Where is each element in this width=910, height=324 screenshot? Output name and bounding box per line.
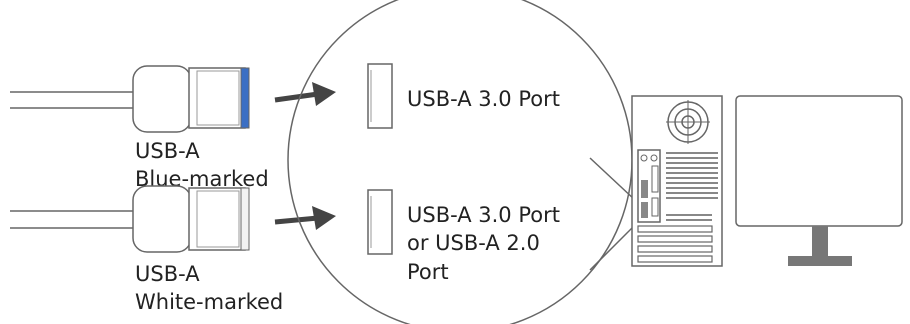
usb-a-3-0-or-2-0-port	[367, 189, 393, 255]
connector-housing-shade	[196, 70, 240, 126]
usb-a-white-connector: USB-A White-marked	[10, 185, 283, 314]
connector-housing	[188, 67, 246, 129]
usb-a-3-0-port	[367, 63, 393, 129]
desktop-tower-icon	[631, 95, 723, 267]
white-marker-tip	[240, 187, 250, 251]
arrow-top	[274, 82, 336, 106]
connector-housing-shade	[196, 190, 240, 248]
monitor-stand-base	[788, 256, 852, 266]
usb-a-blue-connector: USB-A Blue-marked	[10, 65, 269, 191]
expansion-slots	[637, 225, 713, 263]
blue-connector-label-line1: USB-A	[135, 139, 200, 163]
monitor-icon	[735, 95, 903, 266]
magnified-view-circle	[287, 0, 633, 324]
arrow-bottom	[274, 206, 336, 230]
bottom-port-label-line2: or USB-A 2.0	[407, 231, 540, 255]
white-connector-label-line1: USB-A	[135, 262, 200, 286]
connector-boot	[132, 185, 192, 253]
connector-housing	[188, 187, 246, 251]
fan-icon	[666, 100, 710, 144]
cable	[10, 91, 135, 109]
io-panel	[637, 149, 661, 223]
white-connector-label-line2: White-marked	[135, 290, 283, 314]
vent-grille	[666, 152, 718, 221]
blue-marker-tip	[240, 67, 250, 129]
cable	[10, 210, 135, 229]
monitor-stand-neck	[812, 226, 828, 258]
connector-boot	[132, 65, 192, 133]
bottom-port-label-line1: USB-A 3.0 Port	[407, 203, 560, 227]
bottom-port-label-line3: Port	[407, 260, 449, 284]
top-port-label: USB-A 3.0 Port	[407, 87, 560, 111]
zoom-line-top	[589, 157, 636, 201]
